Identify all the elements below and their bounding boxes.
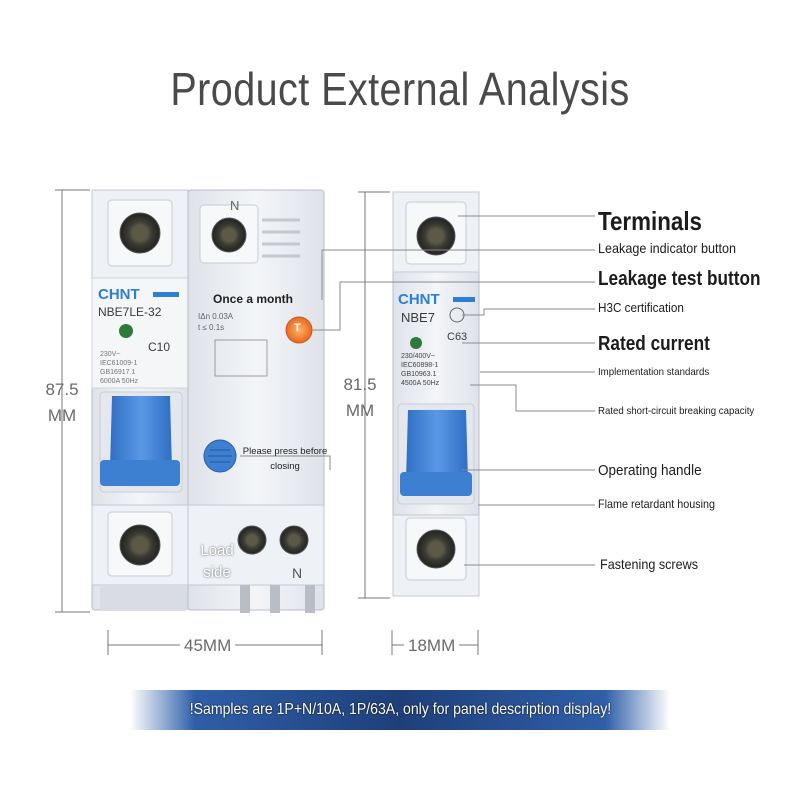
press-before-closing-note: Please press before closing bbox=[242, 446, 328, 472]
leak-spec-2: t ≤ 0.1s bbox=[198, 323, 225, 332]
right-brand-bar bbox=[453, 297, 475, 302]
callout-fastening-screws: Fastening screws bbox=[600, 556, 699, 572]
callout-terminals: Terminals bbox=[598, 206, 702, 236]
right-breaker bbox=[392, 191, 480, 597]
leak-spec-1: IΔn 0.03A bbox=[198, 312, 234, 321]
callout-leakage-indicator: Leakage indicator button bbox=[598, 240, 737, 256]
left-brand-bar bbox=[153, 292, 179, 297]
left-height-unit: MM bbox=[47, 406, 77, 425]
left-curve: C10 bbox=[148, 340, 171, 354]
callout-lines bbox=[240, 215, 595, 566]
left-height-label: 87.5 MM bbox=[40, 380, 84, 426]
callout-operating-handle: Operating handle bbox=[598, 462, 702, 479]
sample-notice-text: !Samples are 1P+N/10A, 1P/63A, only for … bbox=[189, 701, 611, 718]
sample-notice-banner: !Samples are 1P+N/10A, 1P/63A, only for … bbox=[130, 690, 670, 730]
right-brand-logo: CHNT bbox=[398, 291, 440, 308]
leakage-module bbox=[187, 189, 325, 613]
test-button-letter[interactable]: T bbox=[294, 322, 301, 334]
once-a-month-label: Once a month bbox=[213, 292, 294, 306]
right-spec-lines: 230/400V~ IEC60898-1 GB10963.1 4500A 50H… bbox=[401, 353, 440, 387]
left-brand-logo: CHNT bbox=[98, 286, 140, 303]
right-curve: C63 bbox=[447, 331, 468, 343]
right-height-value: 81.5 bbox=[343, 375, 377, 394]
callout-rated-current: Rated current bbox=[598, 333, 710, 355]
callout-flame-retardant: Flame retardant housing bbox=[598, 497, 716, 511]
right-height-unit: MM bbox=[345, 401, 375, 420]
left-model: NBE7LE-32 bbox=[98, 305, 162, 319]
load-side-label: Load side bbox=[200, 542, 234, 581]
page-title: Product External Analysis bbox=[170, 63, 630, 115]
callout-leakage-test: Leakage test button bbox=[598, 268, 761, 290]
callout-breaking-capacity: Rated short-circuit breaking capacity bbox=[598, 405, 755, 417]
top-n-mark: N bbox=[230, 198, 240, 213]
right-width-label: 18MM bbox=[404, 636, 460, 656]
callout-h3c: H3C certification bbox=[598, 300, 684, 315]
bottom-n-mark: N bbox=[292, 565, 303, 581]
left-breaker bbox=[91, 189, 220, 611]
left-height-value: 87.5 bbox=[45, 380, 79, 399]
left-spec-lines: 230V~ IEC61009-1 GB16917.1 6000A 50Hz bbox=[100, 351, 139, 385]
callout-implementation: Implementation standards bbox=[598, 366, 710, 378]
left-width-label: 45MM bbox=[180, 636, 236, 656]
right-model: NBE7 bbox=[401, 310, 435, 325]
right-height-label: 81.5 MM bbox=[338, 375, 382, 421]
